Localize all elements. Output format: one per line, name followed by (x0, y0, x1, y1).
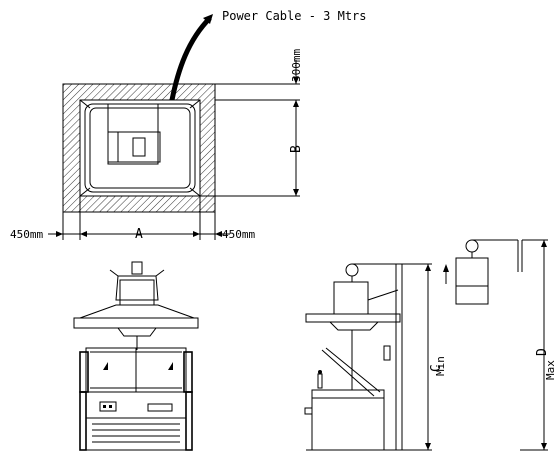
front-base-cabinet (85, 391, 187, 451)
side-post (395, 263, 403, 451)
plan-wall-hatching (62, 83, 216, 213)
dimension-b: B (200, 100, 304, 197)
plan-hood-box (107, 103, 159, 165)
side-elevation: C Min (304, 263, 447, 451)
dim-a-label: A (135, 227, 143, 242)
clearance-left-label: 450mm (10, 228, 43, 241)
dimension-300mm: 300mm (215, 49, 303, 107)
power-cable (169, 16, 212, 101)
front-elevation (73, 261, 199, 451)
power-cable-label: Power Cable - 3 Mtrs (222, 9, 367, 23)
dimension-d: D Max (520, 239, 557, 451)
dimension-c: C Min (402, 263, 447, 451)
dim-c-label: C (429, 364, 444, 372)
dim-b-label: B (289, 145, 304, 153)
clearance-right-label: 450mm (222, 228, 255, 241)
plan-view: Power Cable - 3 Mtrs 300mm B (10, 9, 367, 242)
clearance-top-label: 300mm (290, 49, 303, 82)
dim-d-label: D (535, 348, 550, 356)
dim-d-max-label: Max (544, 360, 557, 380)
front-hood (79, 304, 195, 319)
plan-unit-outline (84, 103, 196, 193)
dimension-a-row: 450mm A 450mm (10, 196, 255, 242)
dim-c-min-label: Min (434, 356, 447, 376)
raised-hood-detail: D Max (443, 239, 557, 451)
